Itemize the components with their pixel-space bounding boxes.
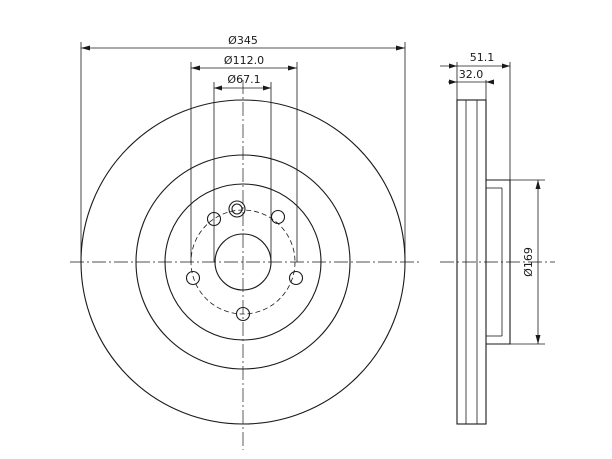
total-thickness-label: 51.1 xyxy=(470,51,495,64)
arrow-left-icon xyxy=(81,45,90,51)
hat-outer-edge xyxy=(164,183,322,341)
arrow-right-icon xyxy=(263,85,271,91)
hat-section xyxy=(486,179,511,345)
arrow-left-icon xyxy=(191,65,200,71)
bolt-hole xyxy=(235,306,251,322)
locating-screw-hole-inner xyxy=(231,203,243,215)
arrow-right-icon xyxy=(288,65,297,71)
arrow-right-icon xyxy=(449,79,457,85)
bolt-hole xyxy=(270,209,286,225)
arrow-left-icon xyxy=(214,85,222,91)
center-bore-label: Ø67.1 xyxy=(227,73,260,86)
front-view: Ø345 Ø112.0 Ø67.1 xyxy=(70,34,420,450)
pcd-diameter-label: Ø112.0 xyxy=(224,54,264,67)
arrow-right-icon xyxy=(396,45,405,51)
bolt-hole xyxy=(288,270,304,286)
disc-thickness-label: 32.0 xyxy=(459,68,484,81)
arrow-left-icon xyxy=(502,63,510,69)
outer-diameter-label: Ø345 xyxy=(228,34,258,47)
locating-screw-hole-outer xyxy=(228,200,246,218)
arrow-up-icon xyxy=(535,180,541,189)
friction-ring-section xyxy=(456,99,487,425)
hat-diameter-label: Ø169 xyxy=(522,247,535,277)
arrow-right-icon xyxy=(449,63,457,69)
friction-ring-inner-edge xyxy=(135,154,351,370)
arrow-left-icon xyxy=(486,79,494,85)
bolt-hole xyxy=(185,270,201,286)
side-view: 51.1 32.0 Ø169 xyxy=(440,51,555,425)
arrow-down-icon xyxy=(535,335,541,344)
